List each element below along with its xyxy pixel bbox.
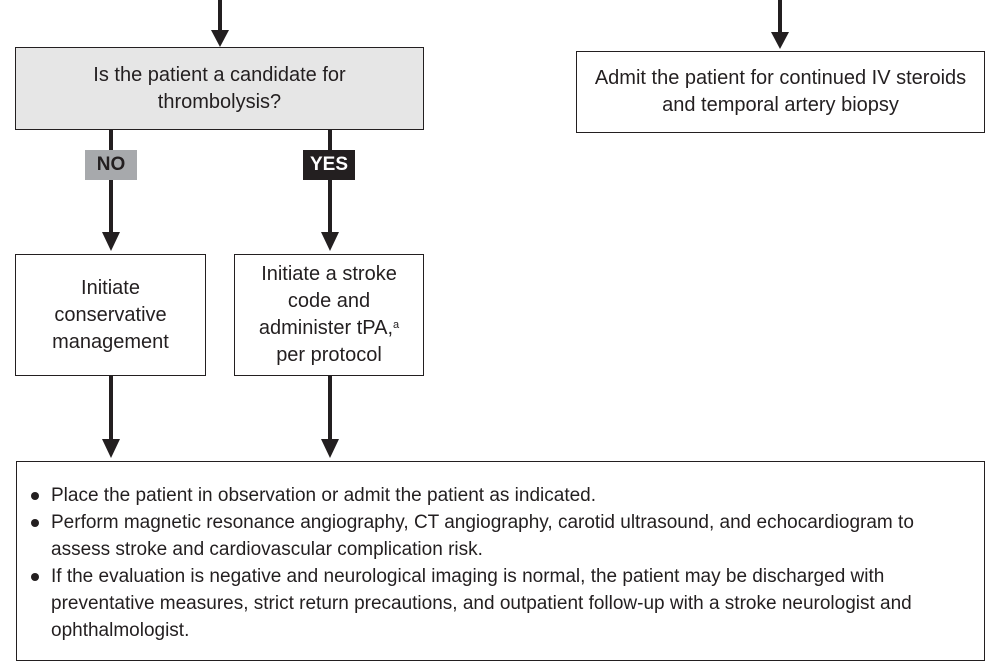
arrow-into-admit [771,0,789,49]
next-steps-box: Place the patient in observation or admi… [16,461,985,661]
bullet-dot [31,519,39,527]
list-item-text: Perform magnetic resonance angiography, … [51,512,914,560]
stroke-code-text: Initiate a stroke code and administer tP… [247,261,411,369]
conservative-text: Initiate conservative management [52,276,169,353]
question-text: Is the patient a candidate for thromboly… [93,63,346,113]
list-item-text: If the evaluation is negative and neurol… [51,566,912,641]
admit-patient-box: Admit the patient for continued IV stero… [576,51,985,133]
list-item: Place the patient in observation or admi… [29,482,970,509]
arrow-stroke-to-bullets [321,375,339,458]
arrow-conservative-to-bullets [102,375,120,458]
arrow-into-question [211,0,229,47]
arrow-yes-branch [321,129,339,251]
conservative-management-box: Initiate conservative management [15,254,206,376]
next-steps-list: Place the patient in observation or admi… [29,482,970,644]
stroke-code-tail-text: per protocol [276,344,382,366]
yes-label: YES [303,150,355,180]
arrow-no-branch [102,129,120,251]
stroke-code-main-text: Initiate a stroke code and administer tP… [258,263,397,339]
list-item: If the evaluation is negative and neurol… [29,563,970,644]
bullet-dot [31,573,39,581]
list-item: Perform magnetic resonance angiography, … [29,509,970,563]
list-item-text: Place the patient in observation or admi… [51,485,597,506]
bullet-dot [31,492,39,500]
no-label: NO [85,150,137,180]
tpa-footnote-marker: a [393,319,400,331]
admit-text: Admit the patient for continued IV stero… [594,67,967,116]
stroke-code-box: Initiate a stroke code and administer tP… [234,254,424,376]
thrombolysis-candidate-question: Is the patient a candidate for thromboly… [15,47,424,130]
